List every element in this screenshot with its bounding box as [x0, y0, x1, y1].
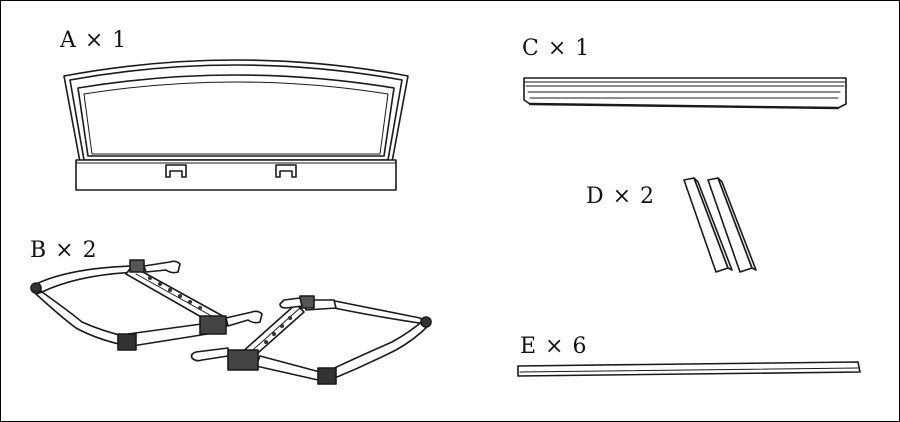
part-e-slat — [517, 361, 861, 377]
part-d-slats — [683, 177, 757, 273]
part-d-label: D × 2 — [586, 184, 656, 209]
part-e-label: E × 6 — [520, 334, 588, 359]
part-b-frame-left — [30, 259, 263, 351]
part-b-label: B × 2 — [30, 238, 98, 263]
part-a-label: A × 1 — [60, 28, 128, 53]
part-a-headboard — [63, 59, 409, 191]
part-c-label: C × 1 — [522, 36, 591, 61]
part-b-frame-right — [190, 295, 432, 385]
part-c-rail — [523, 77, 847, 110]
